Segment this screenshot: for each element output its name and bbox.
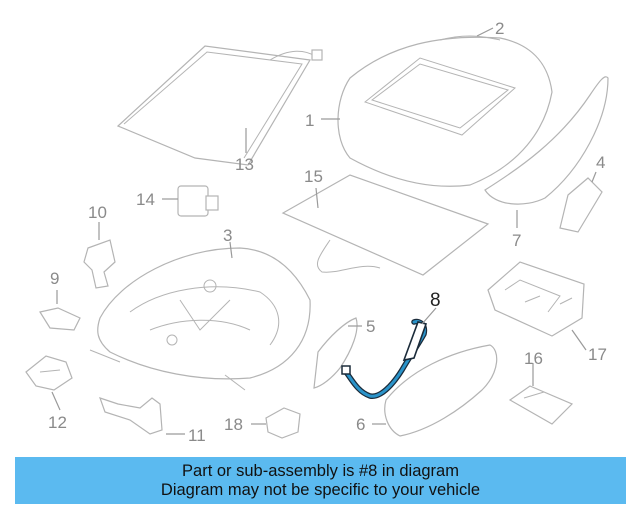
callout-10: 10 — [88, 203, 107, 222]
part-12-bracket — [25, 355, 73, 391]
part-15-sensor-mat — [281, 174, 490, 276]
callout-3: 3 — [223, 226, 232, 245]
part-18-clip — [265, 407, 301, 439]
callout-9: 9 — [50, 269, 59, 288]
part-4-trim — [559, 177, 603, 233]
callout-13: 13 — [235, 155, 254, 174]
part-6-lower-shield — [384, 344, 498, 437]
callout-5: 5 — [366, 317, 375, 336]
parts-diagram: 1 2 3 4 5 6 7 8 9 10 11 12 13 14 15 16 1… — [25, 19, 609, 445]
part-16-control-module — [508, 385, 574, 425]
callout-7: 7 — [512, 231, 521, 250]
callout-17: 17 — [588, 345, 607, 364]
part-2-cushion-cover — [337, 35, 553, 187]
part-8-harness — [341, 318, 428, 399]
part-9-cap — [39, 307, 81, 331]
part-17-actuator — [487, 261, 585, 337]
callout-18: 18 — [224, 415, 243, 434]
part-11-rail — [99, 397, 163, 435]
callout-14: 14 — [136, 190, 155, 209]
callout-4: 4 — [596, 153, 605, 172]
part-3-seat-frame — [89, 247, 311, 391]
callout-8: 8 — [430, 290, 441, 311]
banner-line-disclaimer: Diagram may not be specific to your vehi… — [160, 480, 481, 499]
part-5-side-panel — [313, 317, 358, 389]
callout-12: 12 — [48, 413, 67, 432]
callout-15: 15 — [304, 167, 323, 186]
part-13-heater-pad — [116, 45, 323, 166]
banner-line-part: Part or sub-assembly is #8 in diagram — [182, 461, 459, 480]
callout-labels: 1 2 3 4 5 6 7 8 9 10 11 12 13 14 15 16 1… — [48, 19, 607, 445]
callout-1: 1 — [305, 111, 314, 130]
part-7-side-shield — [484, 76, 609, 205]
part-14-module — [177, 185, 219, 217]
callout-16: 16 — [524, 349, 543, 368]
callout-2: 2 — [495, 19, 504, 38]
part-10-clip — [83, 239, 116, 289]
callout-6: 6 — [356, 415, 365, 434]
callout-11: 11 — [188, 426, 206, 445]
leader-lines — [51, 27, 597, 435]
info-banner: Part or sub-assembly is #8 in diagram Di… — [15, 457, 626, 504]
